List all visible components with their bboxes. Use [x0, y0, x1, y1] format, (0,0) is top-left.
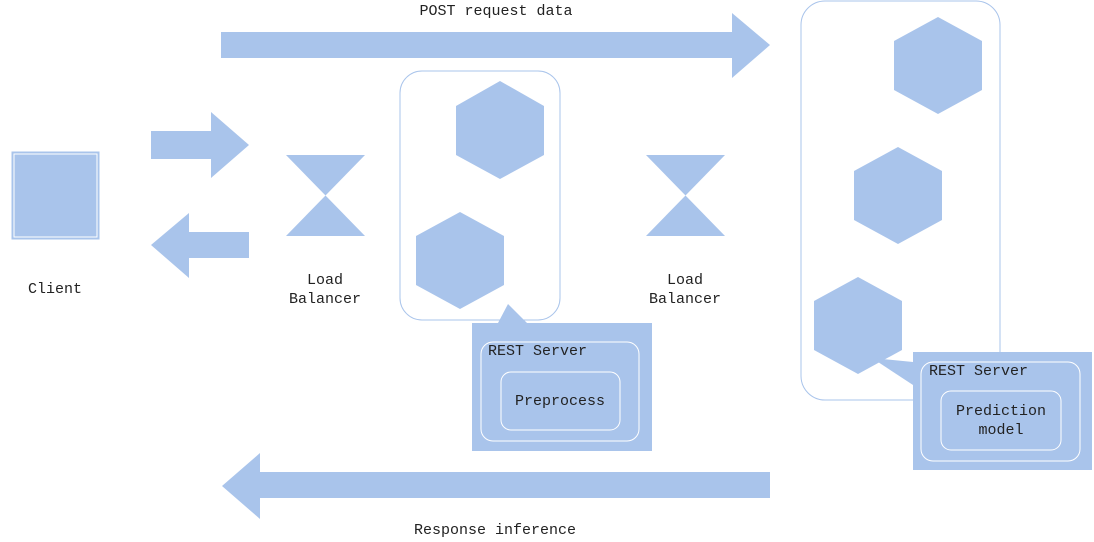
client-request-arrow-icon	[151, 112, 249, 178]
rest-server-1-callout-pointer	[498, 304, 527, 323]
post-request-arrow-icon	[221, 13, 770, 78]
prediction-model-label-line1: Prediction	[956, 403, 1046, 420]
response-inference-label: Response inference	[414, 522, 576, 539]
prediction-model-box	[940, 390, 1062, 451]
load-balancer-1-hourglass-icon	[286, 155, 365, 236]
client-label: Client	[28, 281, 82, 298]
rest-server-2-callout-pointer	[872, 358, 913, 385]
rest-server-1-label: REST Server	[488, 343, 587, 360]
prediction-instance-1-hexagon-icon	[894, 17, 982, 114]
client-square-icon	[12, 152, 99, 239]
client-response-arrow-icon	[151, 213, 249, 278]
response-arrow-icon	[222, 453, 770, 519]
rest-server-1-outline	[480, 341, 640, 442]
prediction-instance-2-hexagon-icon	[854, 147, 942, 244]
preprocess-cluster-container	[399, 70, 561, 321]
load-balancer-1-label-line1: Load	[307, 272, 343, 289]
preprocess-box	[500, 371, 621, 431]
preprocess-instance-1-hexagon-icon	[456, 81, 544, 179]
prediction-cluster-container	[800, 0, 1001, 401]
preprocess-instance-2-hexagon-icon	[416, 212, 504, 309]
load-balancer-1-label-line2: Balancer	[289, 291, 361, 308]
load-balancer-2-label-line2: Balancer	[649, 291, 721, 308]
prediction-model-label-line2: model	[978, 422, 1023, 439]
prediction-instance-3-hexagon-icon	[814, 277, 902, 374]
client-square-border	[11, 151, 100, 240]
post-request-label: POST request data	[419, 3, 572, 20]
rest-server-2-outline	[920, 361, 1081, 462]
client-square-inner-border	[13, 153, 98, 238]
load-balancer-2-hourglass-icon	[646, 155, 725, 236]
rest-server-2-label: REST Server	[929, 363, 1028, 380]
preprocess-label: Preprocess	[515, 393, 605, 410]
load-balancer-2-label-line1: Load	[667, 272, 703, 289]
